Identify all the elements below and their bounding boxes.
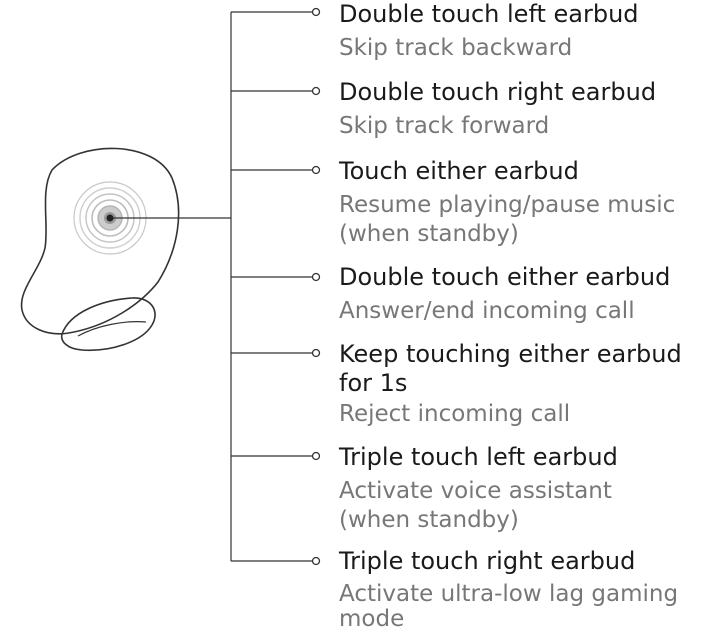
action-label: Skip track backward [339, 35, 573, 61]
bullet-dot-icon [311, 272, 321, 282]
gesture-label: Double touch right earbud [339, 78, 657, 106]
action-label: mode [339, 606, 405, 632]
bullet-dot-icon [311, 7, 321, 17]
fingerprint-touch-icon [73, 181, 147, 255]
earbud-icon [20, 147, 180, 352]
gesture-label: for 1s [339, 369, 408, 397]
connector-lines [113, 11, 312, 562]
bullet-dot-icon [311, 556, 321, 566]
bullet-dots [311, 7, 321, 566]
action-label: Skip track forward [339, 113, 550, 139]
action-label: (when standby) [339, 221, 519, 247]
action-label: Activate voice assistant [339, 478, 612, 504]
action-label: Resume playing/pause music [339, 192, 676, 218]
bullet-dot-icon [311, 348, 321, 358]
gesture-label: Touch either earbud [339, 157, 579, 185]
bullet-dot-icon [311, 451, 321, 461]
gesture-label: Keep touching either earbud [339, 340, 682, 368]
action-label: (when standby) [339, 507, 519, 533]
action-label: Activate ultra-low lag gaming [339, 581, 679, 607]
action-label: Reject incoming call [339, 401, 571, 427]
bullet-dot-icon [311, 165, 321, 175]
bullet-dot-icon [311, 86, 321, 96]
gesture-label: Double touch either earbud [339, 263, 671, 291]
gesture-label: Triple touch left earbud [339, 443, 618, 471]
gesture-label: Double touch left earbud [339, 0, 639, 28]
action-label: Answer/end incoming call [339, 298, 635, 324]
gesture-label: Triple touch right earbud [339, 547, 636, 575]
